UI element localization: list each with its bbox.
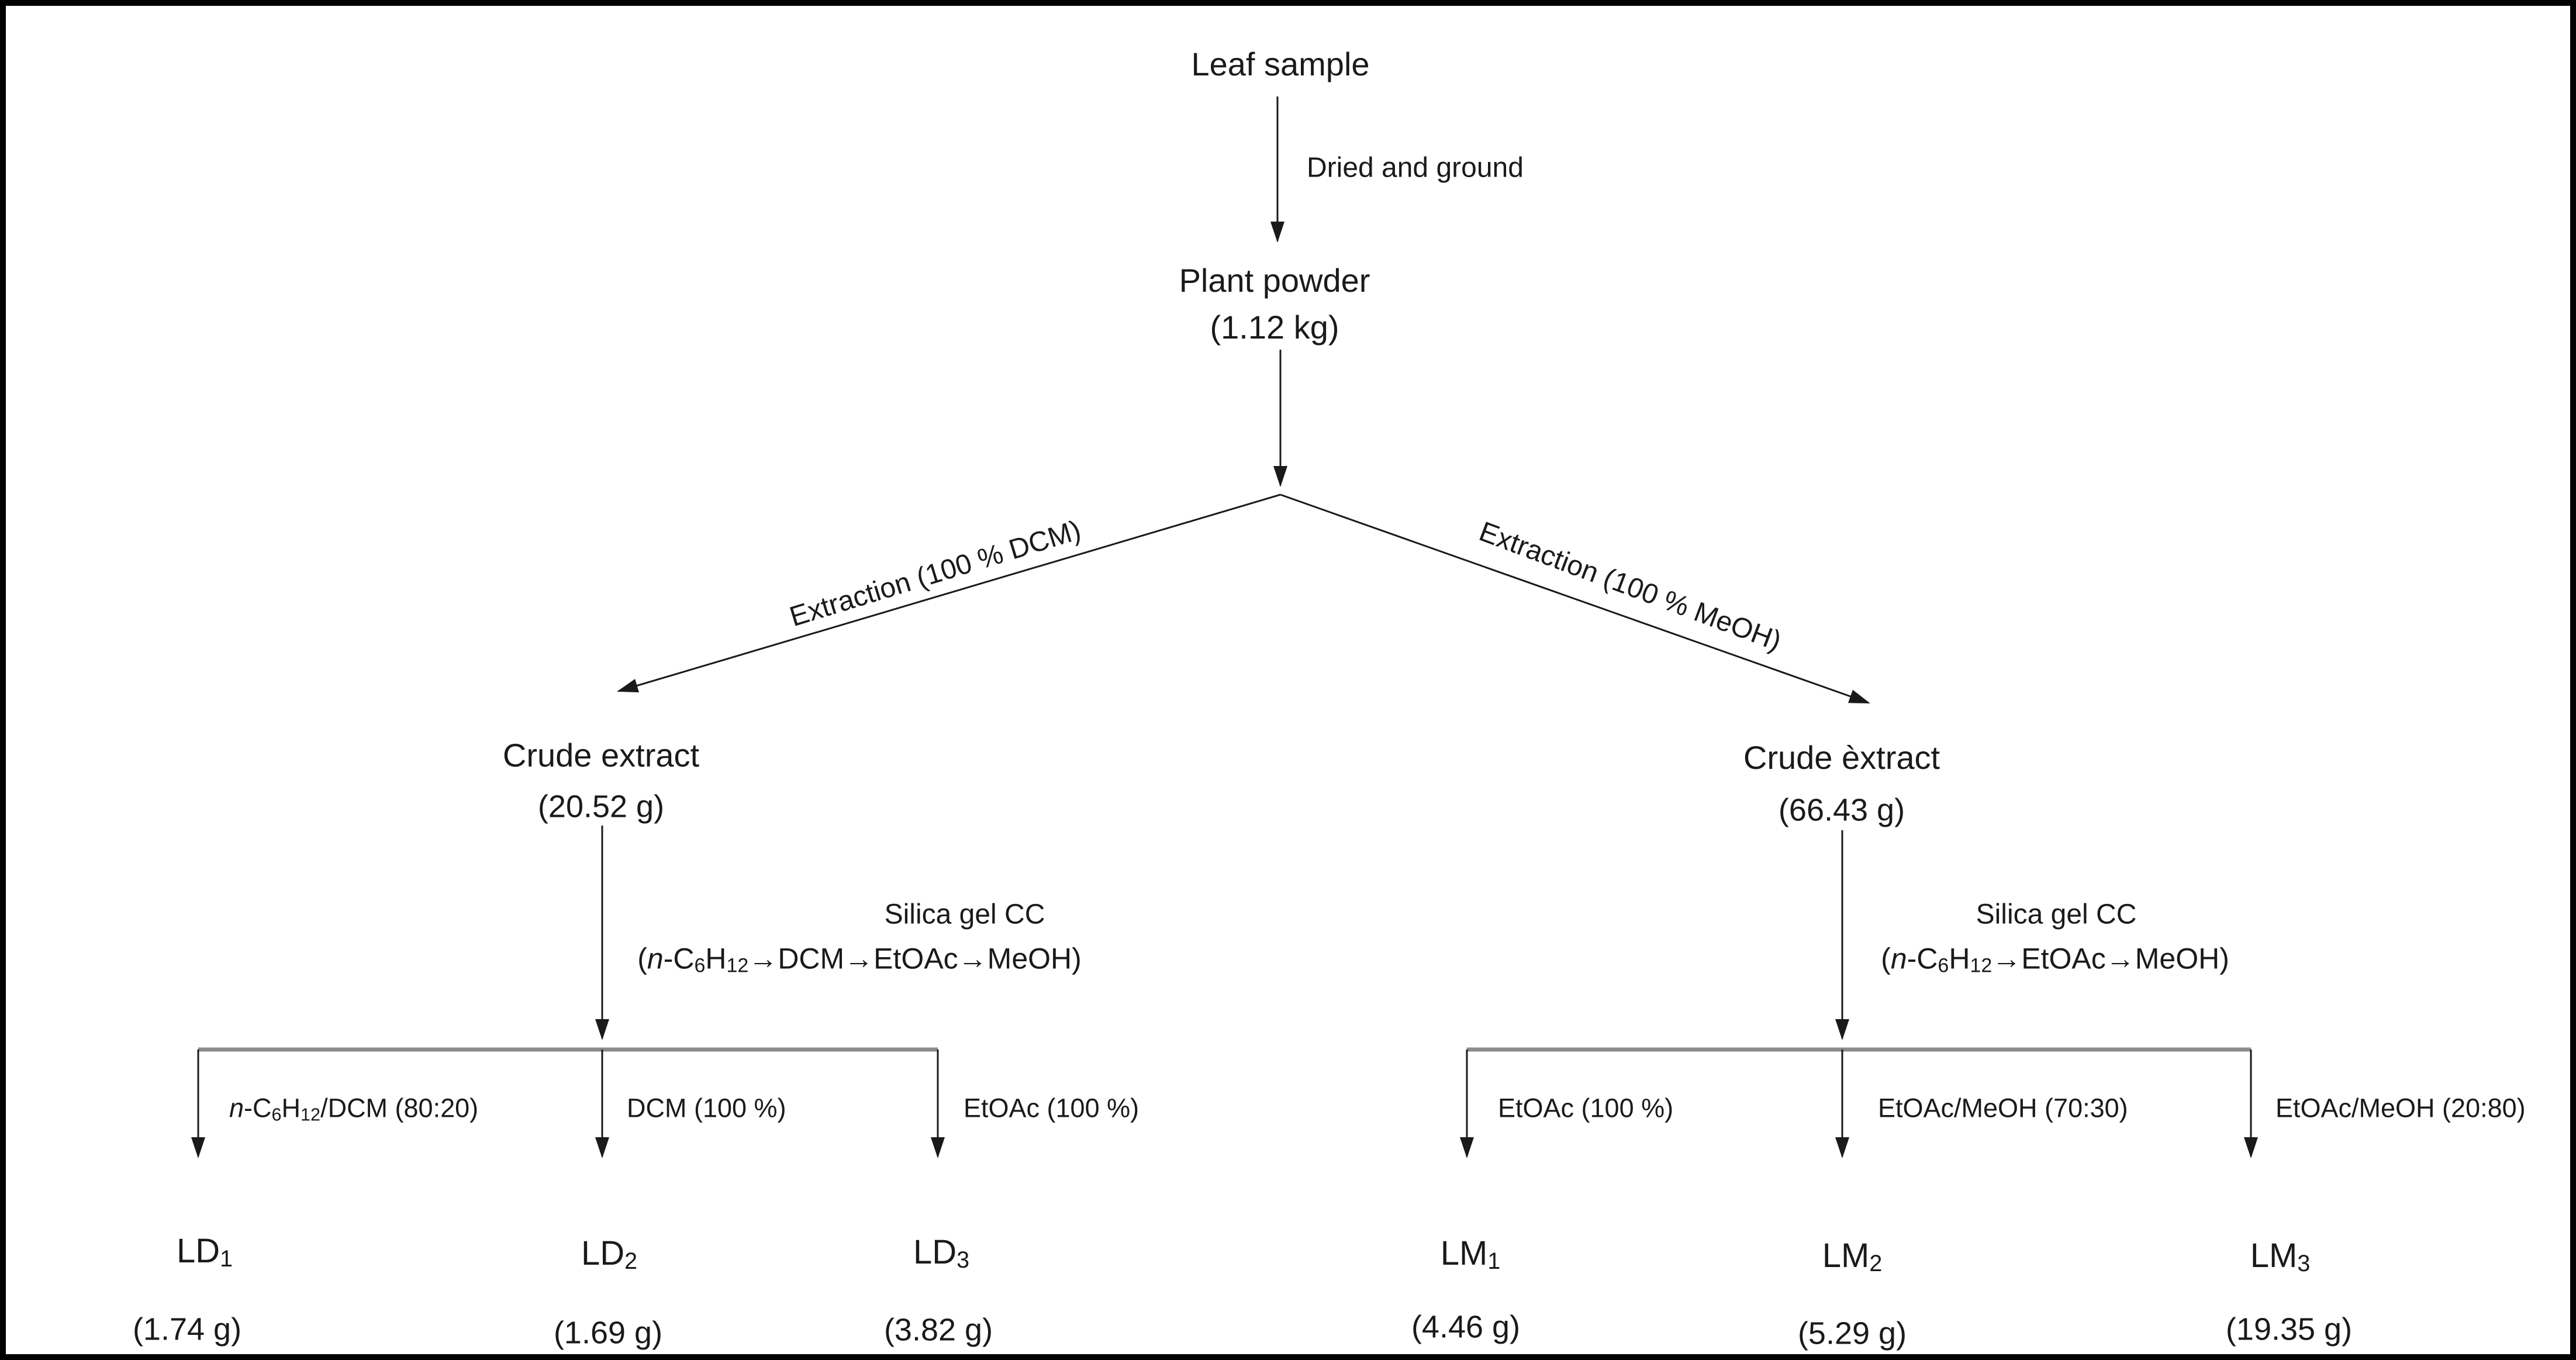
fraction-mass-ld2: (1.69 g) — [553, 1315, 663, 1351]
arrow-split-to-crude-meoh — [1280, 493, 1870, 704]
node-plant-powder: Plant powder — [1179, 262, 1370, 299]
label-silica-cc-right-eluents: (n-C6H12→EtOAc→MeOH) — [1881, 942, 2229, 977]
fraction-code-ld2: LD2 — [581, 1234, 638, 1275]
eluent-label-ld3: EtOAc (100 %) — [964, 1093, 1139, 1123]
fraction-mass-lm1: (4.46 g) — [1411, 1309, 1521, 1345]
fraction-code-lm1: LM1 — [1440, 1234, 1501, 1275]
node-crude-extract-meoh-mass: (66.43 g) — [1778, 792, 1905, 828]
fraction-code-ld3: LD3 — [913, 1233, 970, 1273]
fraction-mass-lm2: (5.29 g) — [1797, 1316, 1907, 1351]
fraction-mass-ld1: (1.74 g) — [132, 1311, 242, 1347]
edge-dried-and-ground: Dried and ground — [1307, 152, 1524, 184]
fraction-mass-ld3: (3.82 g) — [883, 1312, 993, 1348]
fraction-mass-lm3: (19.35 g) — [2225, 1311, 2353, 1347]
fraction-code-lm2: LM2 — [1822, 1237, 1883, 1277]
label-silica-cc-right: Silica gel CC — [1976, 899, 2137, 930]
eluent-label-lm3: EtOAc/MeOH (20:80) — [2275, 1093, 2526, 1123]
node-leaf-sample: Leaf sample — [1191, 46, 1370, 83]
node-crude-extract-dcm-mass: (20.52 g) — [537, 789, 665, 824]
eluent-label-ld1: n-C6H12/DCM (80:20) — [229, 1093, 479, 1124]
eluent-label-lm2: EtOAc/MeOH (70:30) — [1878, 1093, 2128, 1123]
arrow-split-to-crude-dcm — [617, 493, 1281, 693]
eluent-label-ld2: DCM (100 %) — [627, 1093, 786, 1123]
label-silica-cc-left: Silica gel CC — [884, 899, 1045, 930]
node-crude-extract-meoh: Crude èxtract — [1743, 739, 1940, 776]
fraction-code-ld1: LD1 — [176, 1232, 233, 1272]
eluent-label-lm1: EtOAc (100 %) — [1498, 1093, 1674, 1123]
node-crude-extract-dcm: Crude extract — [502, 737, 700, 774]
node-plant-powder-mass: (1.12 kg) — [1210, 309, 1339, 346]
label-silica-cc-left-eluents: (n-C6H12→DCM→EtOAc→MeOH) — [637, 942, 1082, 977]
fraction-code-lm3: LM3 — [2250, 1237, 2311, 1277]
